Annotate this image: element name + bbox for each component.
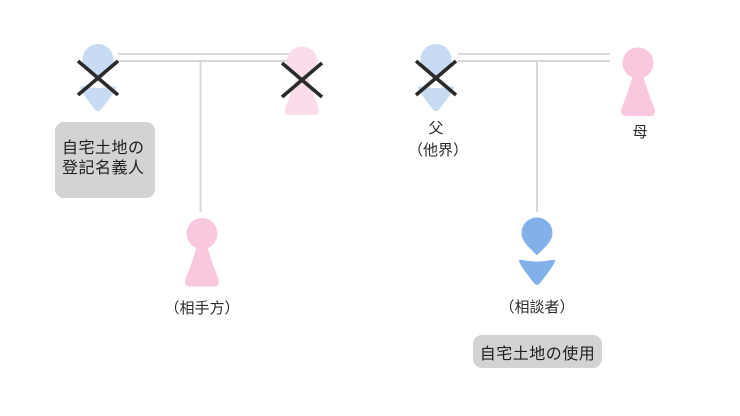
left-child-icon bbox=[185, 218, 219, 287]
right-child-note-box: 自宅土地の使用 bbox=[473, 335, 602, 368]
person-body bbox=[185, 244, 219, 287]
person-head bbox=[622, 47, 654, 79]
left-wife-icon bbox=[280, 46, 324, 115]
person-head bbox=[286, 46, 318, 78]
note-text: 自宅土地の使用 bbox=[479, 345, 596, 363]
left-husband-icon bbox=[76, 44, 120, 112]
right-father-sublabel: （他界） bbox=[407, 142, 469, 159]
person-head bbox=[186, 218, 218, 249]
left-marriage-line bbox=[118, 53, 306, 62]
right-father-icon bbox=[414, 44, 458, 112]
right-mother-icon bbox=[621, 47, 655, 116]
person-head bbox=[521, 217, 553, 256]
note-line: 自宅土地の bbox=[62, 140, 145, 157]
person-body bbox=[621, 74, 655, 116]
right-marriage-line bbox=[458, 53, 610, 62]
left-child-label: （相手方） bbox=[164, 300, 240, 317]
right-father-label: 父 bbox=[428, 120, 444, 137]
right-child-label: （相談者） bbox=[499, 299, 575, 316]
left-husband-note-box: 自宅土地の 登記名義人 bbox=[55, 122, 155, 198]
note-line: 登記名義人 bbox=[62, 160, 145, 177]
right-child-icon bbox=[518, 217, 556, 285]
right-mother-label: 母 bbox=[632, 124, 648, 141]
person-body bbox=[518, 259, 556, 285]
